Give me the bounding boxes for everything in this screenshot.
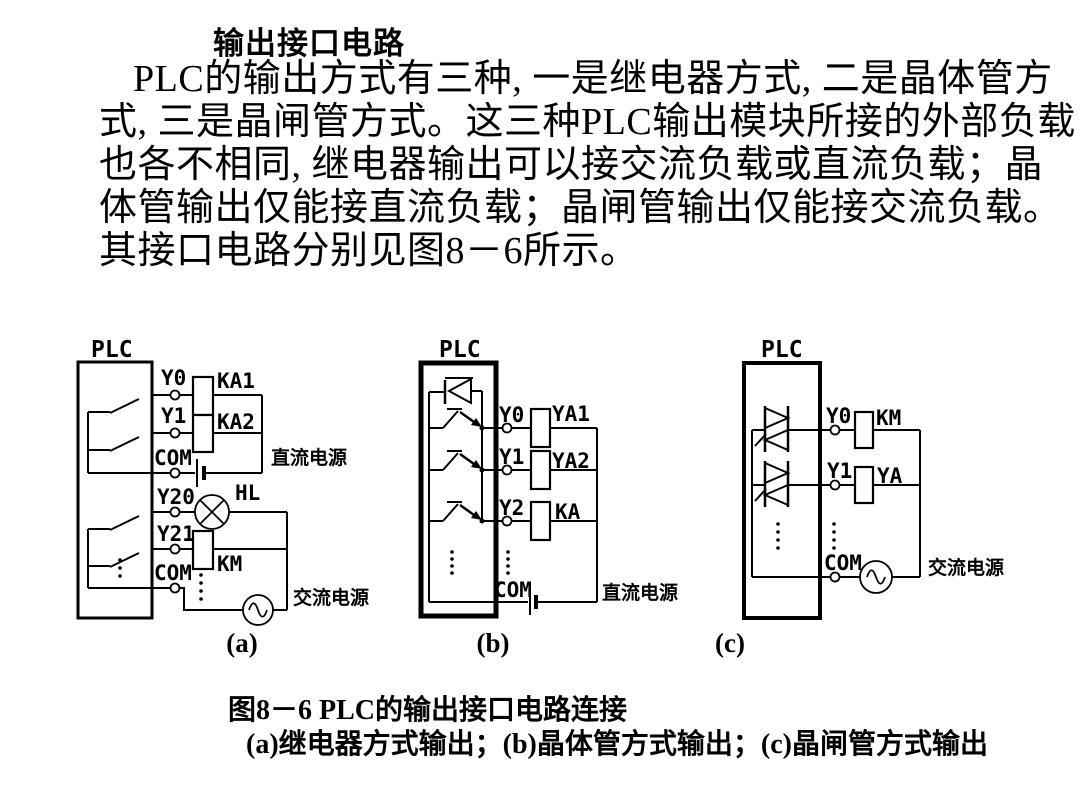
ellipsis-dots (776, 522, 836, 550)
relay-contact-blade (109, 515, 140, 531)
figure-caption-subitems: (a)继电器方式输出；(b)晶体管方式输出；(c)晶闸管方式输出 (246, 729, 988, 760)
terminal-y1 (829, 479, 841, 491)
circuit-diagram-thyristor-output: PLC (715, 337, 1004, 658)
plc-box (742, 361, 822, 620)
terminal-label-y0: Y0 (499, 403, 524, 427)
contact-bus-lower (87, 528, 110, 588)
paragraph-line: PLC的输出方式有三种, 一是继电器方式, 二是晶体管方 (133, 58, 1053, 100)
terminal-y20 (169, 506, 181, 518)
contactor-coil-km (853, 410, 875, 450)
load-label-hl: HL (235, 481, 260, 505)
terminal-y1 (501, 464, 513, 476)
triac-icon (752, 406, 820, 452)
ellipsis-dots (450, 550, 510, 575)
circuit-diagram-relay-output: PLC (76, 337, 369, 658)
relay-contact-blade (109, 436, 140, 452)
terminal-com2 (169, 582, 181, 594)
dc-power-label: 直流电源 (602, 581, 678, 604)
terminal-com1 (169, 467, 181, 479)
terminal-y0 (501, 422, 513, 434)
terminal-label-y1: Y1 (499, 445, 524, 469)
load-label-ya1: YA1 (552, 402, 590, 426)
terminal-label-y21: Y21 (157, 522, 195, 546)
terminal-y1 (169, 427, 181, 439)
load-label-ka2: KA2 (217, 410, 255, 434)
transistor-icon (429, 450, 485, 473)
page-title: 输出接口电路 (213, 26, 405, 61)
plc-label: PLC (761, 337, 803, 363)
load-label-km: KM (217, 552, 242, 576)
paragraph-line: 其接口电路分别见图8－6所示。 (99, 230, 639, 272)
terminal-y0 (169, 389, 181, 401)
relay-contact-blade (109, 398, 140, 414)
transistor-icon (429, 501, 485, 524)
relay-coil-ka (529, 500, 552, 542)
wire-com2 (88, 587, 287, 611)
ac-power-label: 交流电源 (928, 556, 1004, 579)
terminal-label-y1: Y1 (161, 404, 186, 428)
terminal-label-com1: COM (154, 446, 192, 470)
valve-coil-ya2 (529, 449, 552, 491)
subfigure-tag-a: (a) (226, 628, 257, 658)
subfigure-tag-c: (c) (715, 628, 745, 658)
terminal-label-com: COM (824, 551, 862, 575)
relay-contact-blade (109, 552, 140, 568)
plc-box (418, 360, 499, 619)
circuit-diagram-transistor-output: PLC (418, 337, 678, 658)
lamp-cross (199, 499, 225, 525)
terminal-y0 (829, 424, 841, 436)
load-label-km: KM (876, 406, 901, 430)
terminal-com (829, 571, 841, 583)
ac-power-label: 交流电源 (293, 586, 369, 609)
terminal-label-y0: Y0 (161, 366, 186, 390)
paragraph-line: 也各不相同, 继电器输出可以接交流负载或直流负载；晶 (99, 144, 1044, 186)
relay-coil-ka1 (191, 375, 215, 417)
figure-caption-title: 图8－6 PLC的输出接口电路连接 (228, 695, 628, 726)
dc-power-label: 直流电源 (271, 446, 347, 469)
ac-source-icon (859, 560, 893, 594)
plc-label: PLC (439, 337, 481, 363)
terminal-y21 (169, 543, 181, 555)
terminal-label-y2: Y2 (499, 496, 524, 520)
valve-coil-ya1 (529, 407, 552, 449)
contactor-coil-km (191, 529, 215, 571)
sine-wave-icon (248, 602, 268, 618)
ac-source-icon (242, 594, 274, 626)
terminal-y2 (501, 515, 513, 527)
diode-icon (429, 377, 482, 405)
sine-wave-icon (866, 569, 886, 585)
terminal-label-com: COM (494, 578, 532, 602)
triac-icon (752, 461, 820, 507)
ellipsis-dots (118, 558, 203, 601)
load-label-ka1: KA1 (217, 369, 255, 393)
subfigure-tag-b: (b) (477, 628, 510, 658)
contact-bus-upper (87, 411, 110, 473)
terminal-label-com2: COM (154, 561, 192, 585)
valve-coil-ya (853, 465, 875, 505)
plc-box (76, 360, 154, 620)
terminal-label-y20: Y20 (157, 485, 195, 509)
relay-coil-ka2 (191, 413, 215, 454)
paragraph-line: 体管输出仅能接直流负载；晶闸管输出仅能接交流负载。 (99, 187, 1062, 229)
terminal-label-y0: Y0 (826, 404, 851, 428)
terminal-label-y1: Y1 (827, 459, 852, 483)
plc-label: PLC (91, 337, 133, 363)
lamp-hl (194, 494, 230, 530)
load-label-ya2: YA2 (552, 449, 590, 473)
load-label-ka: KA (555, 500, 581, 524)
transistor-icon (429, 408, 485, 431)
load-label-ya: YA (877, 464, 903, 488)
body-paragraph: PLC的输出方式有三种, 一是继电器方式, 二是晶体管方 式, 三是晶闸管方式。… (99, 58, 1076, 273)
paragraph-line: 式, 三是晶闸管方式。这三种PLC输出模块所接的外部负载 (99, 101, 1076, 143)
